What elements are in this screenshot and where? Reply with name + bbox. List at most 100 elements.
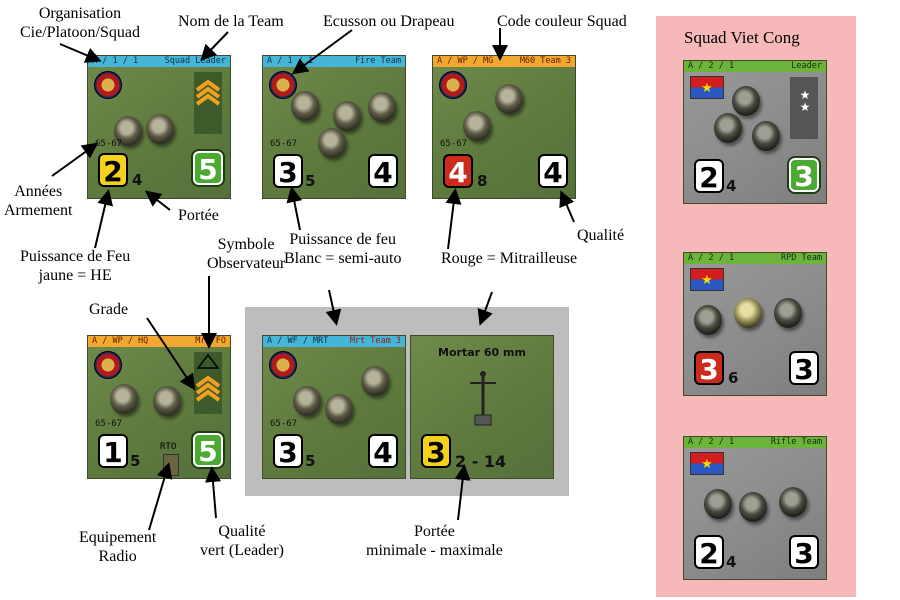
counter-header: A / 2 / 1 Leader [684, 61, 826, 72]
counter-vc-rifle[interactable]: A / 2 / 1 Rifle Team ★ 2 4 3 [683, 436, 827, 580]
soldier-icon [361, 366, 389, 396]
usmc-emblem-icon [269, 71, 297, 99]
firepower-box: 3 [273, 154, 303, 189]
vc-flag-icon: ★ [690, 268, 724, 291]
soldier-icon [734, 298, 762, 328]
usmc-emblem-icon [269, 351, 297, 379]
counter-header: A / WP / HQ Mrt FO [88, 336, 230, 347]
annotation-ecusson: Ecusson ou Drapeau [323, 13, 455, 30]
range-min-max-value: 2 - 14 [455, 452, 507, 471]
range-value: 4 [726, 177, 737, 195]
quality-box: 3 [789, 351, 819, 386]
soldier-icon [110, 384, 138, 414]
firepower-box: 4 [443, 154, 473, 189]
quality-box: 3 [789, 535, 819, 570]
usmc-emblem-icon [94, 351, 122, 379]
soldier-icon [368, 92, 396, 122]
soldier-icon [463, 111, 491, 141]
soldier-icon [732, 86, 760, 116]
org-label: A / 1 / 1 [267, 56, 314, 66]
soldier-icon [291, 91, 319, 121]
range-value: 8 [477, 172, 488, 190]
team-label: Mrt FO [195, 336, 226, 346]
observer-triangle-and-chevron-icon [195, 353, 221, 402]
usmc-emblem-icon [439, 71, 467, 99]
soldier-icon [146, 114, 174, 144]
counter-fire-team[interactable]: A / 1 / 1 Fire Team 65-67 3 5 4 [262, 55, 406, 199]
team-label: Squad Leader [164, 56, 226, 66]
range-value: 6 [728, 369, 739, 387]
quality-box: 5 [193, 433, 223, 468]
firepower-box: 3 [421, 434, 451, 469]
arrow-puissance-jaune [94, 189, 114, 249]
annotation-rouge: Rouge = Mitrailleuse [441, 250, 578, 267]
counter-hq[interactable]: A / WP / HQ Mrt FO RTO 65-67 1 5 5 [87, 335, 231, 479]
annotation-nom-team: Nom de la Team [178, 13, 284, 30]
years-label: 65-67 [270, 419, 298, 429]
org-label: A / WP / HQ [92, 336, 149, 346]
rank-stripe [194, 72, 222, 134]
soldier-icon [714, 113, 742, 143]
counter-header: A / 2 / 1 RPD Team [684, 253, 826, 264]
counter-squad-leader[interactable]: A / 1 / 1 Squad Leader 65-67 2 4 5 [87, 55, 231, 199]
vc-flag-icon: ★ [690, 76, 724, 99]
quality-box: 5 [193, 151, 223, 186]
firepower-box: 2 [694, 159, 724, 194]
quality-box: 4 [538, 154, 568, 189]
counter-mrt-team[interactable]: A / WF / MRT Mrt Team 3 65-67 3 5 4 [262, 335, 406, 479]
soldier-icon [752, 121, 780, 151]
soldier-icon [704, 489, 732, 519]
soldier-icon [495, 84, 523, 114]
counter-m60-team[interactable]: A / WP / MG M60 Team 3 65-67 4 8 4 [432, 55, 576, 199]
firepower-box: 2 [98, 153, 128, 188]
org-label: A / 2 / 1 [688, 253, 735, 263]
soldier-icon [774, 298, 802, 328]
rank-stripe [194, 352, 222, 414]
team-label: M60 Team 3 [519, 56, 571, 66]
org-label: A / 2 / 1 [688, 437, 735, 447]
vc-flag-icon: ★ [690, 452, 724, 475]
soldier-icon [325, 394, 353, 424]
firepower-box: 3 [694, 351, 724, 386]
counter-header: A / 1 / 1 Fire Team [263, 56, 405, 67]
years-label: 65-67 [95, 139, 123, 149]
quality-box: 4 [368, 434, 398, 469]
annotation-grade: Grade [89, 301, 129, 318]
team-label: Fire Team [354, 56, 401, 66]
mortar-title: Mortar 60 mm [438, 346, 526, 359]
soldier-icon [779, 487, 807, 517]
rank-stars-icon: ★ ★ [799, 88, 811, 114]
range-value: 5 [305, 172, 316, 190]
vc-panel-title: Squad Viet Cong [684, 28, 800, 47]
rto-label: RTO [160, 442, 177, 452]
mortar-icon [470, 371, 496, 426]
range-value: 4 [132, 171, 143, 189]
counter-vc-rpd[interactable]: A / 2 / 1 RPD Team ★ 3 6 3 [683, 252, 827, 396]
years-label: 65-67 [95, 419, 123, 429]
counter-header: A / 1 / 1 Squad Leader [88, 56, 230, 67]
firepower-box: 1 [98, 434, 128, 469]
usmc-emblem-icon [94, 71, 122, 99]
quality-box: 4 [368, 154, 398, 189]
firepower-box: 2 [694, 535, 724, 570]
org-label: A / 2 / 1 [688, 61, 735, 71]
soldier-icon [694, 305, 722, 335]
range-value: 4 [726, 553, 737, 571]
counter-vc-leader[interactable]: A / 2 / 1 Leader ★ ★ ★ 2 4 3 [683, 60, 827, 204]
years-label: 65-67 [270, 139, 298, 149]
years-label: 65-67 [440, 139, 468, 149]
annotation-code-couleur: Code couleur Squad [497, 13, 627, 30]
team-label: Mrt Team 3 [349, 336, 401, 346]
org-label: A / 1 / 1 [92, 56, 139, 66]
team-label: RPD Team [781, 253, 822, 263]
soldier-icon [114, 116, 142, 146]
org-label: A / WF / MRT [267, 336, 329, 346]
counter-mortar[interactable]: Mortar 60 mm 3 2 - 14 [410, 335, 554, 479]
soldier-icon [153, 386, 181, 416]
